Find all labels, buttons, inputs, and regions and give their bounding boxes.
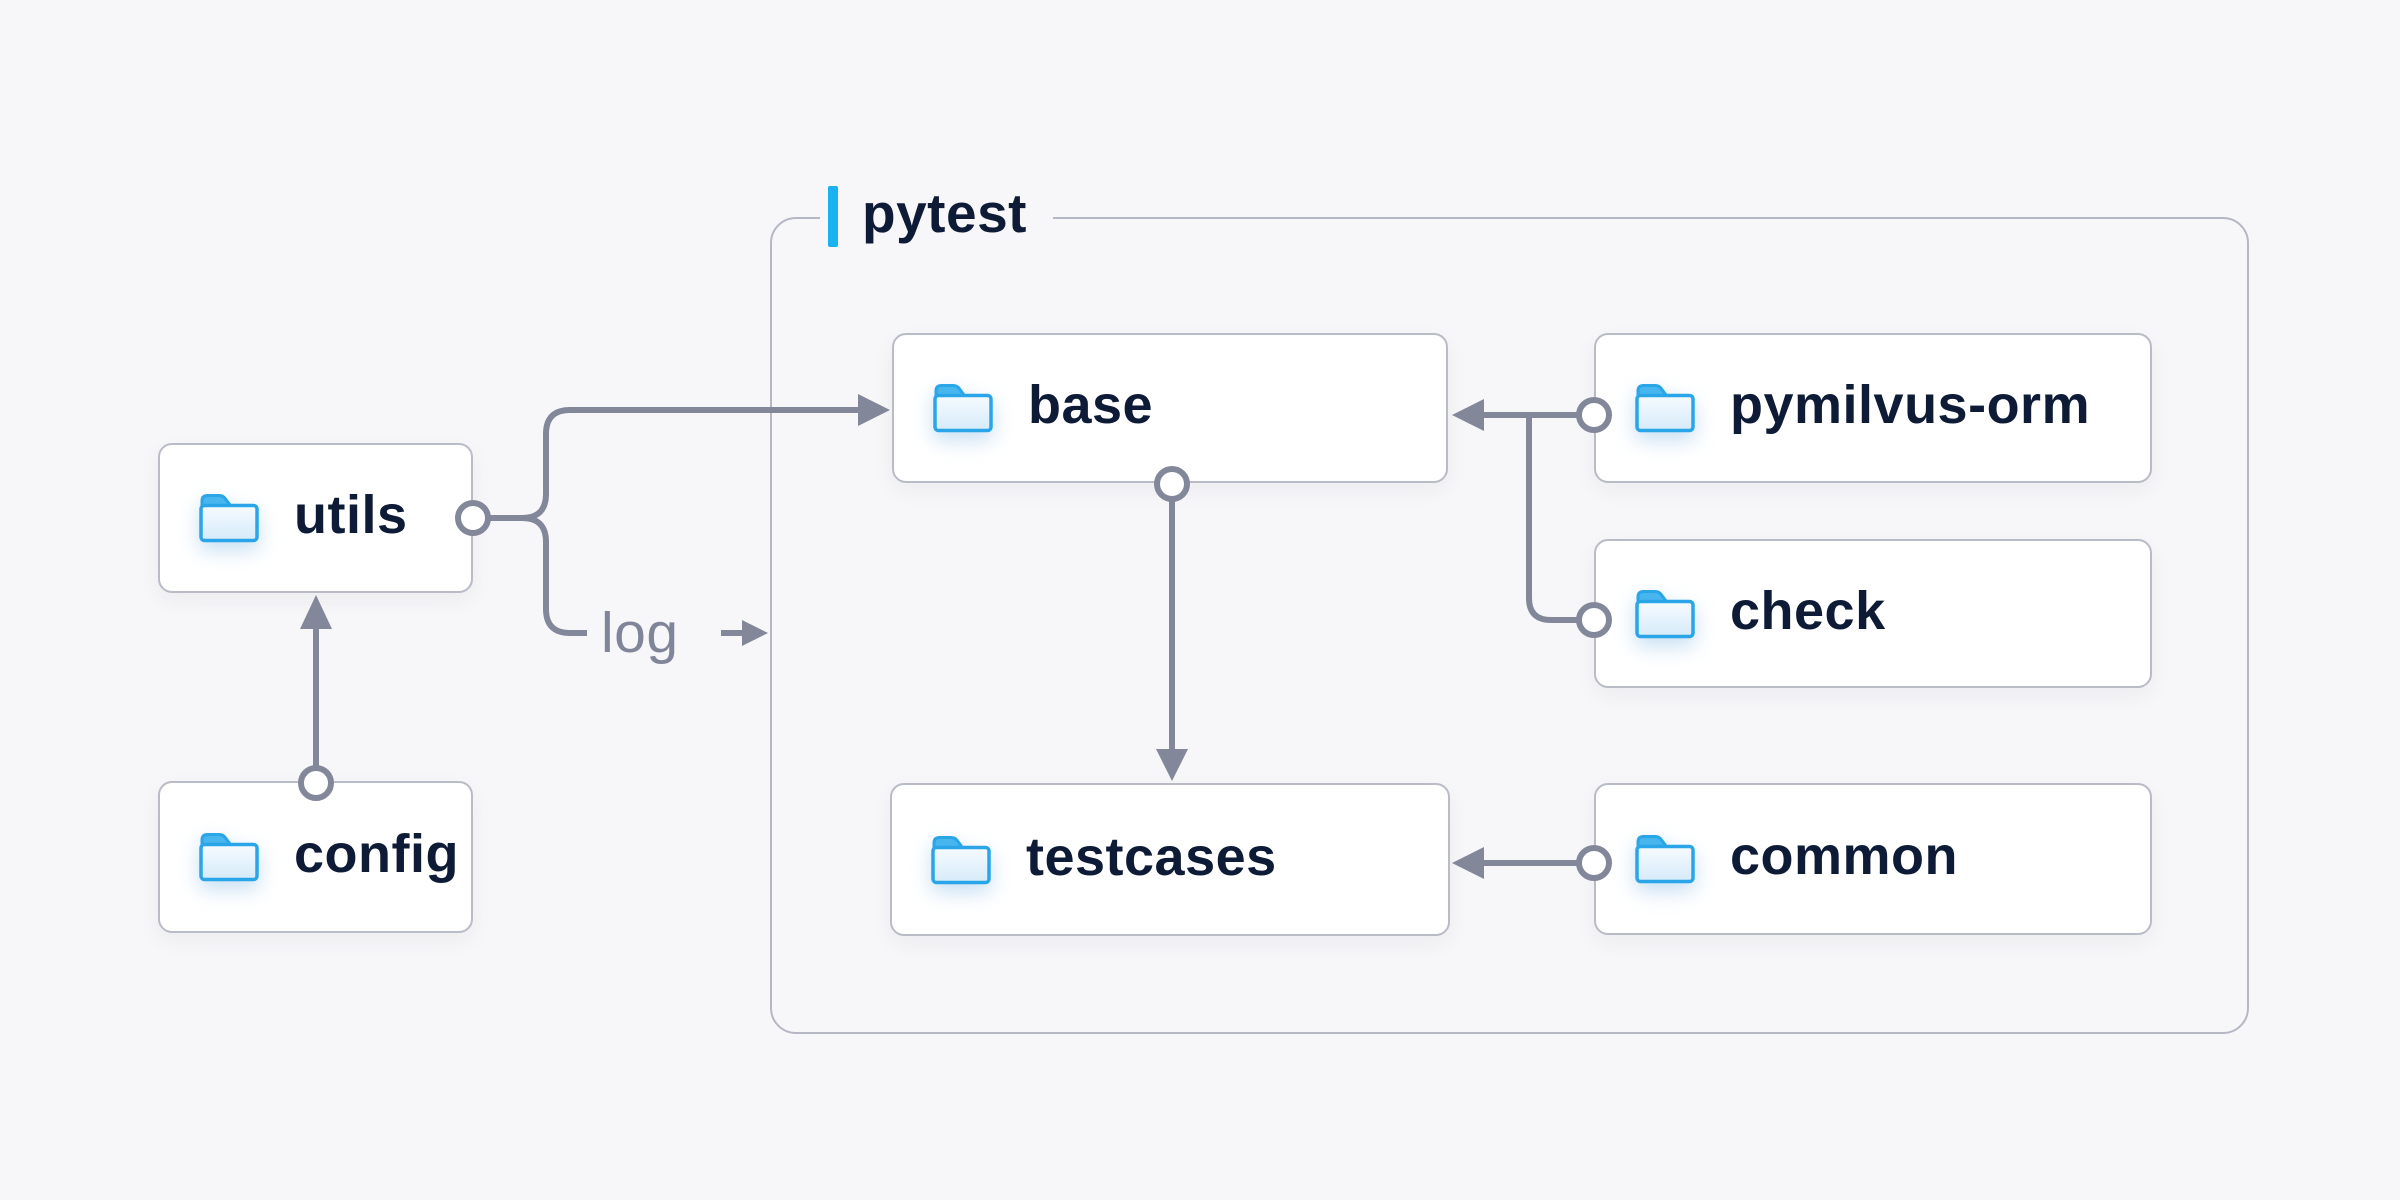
edge-label-log: log (601, 601, 679, 665)
arrowhead-up-icon (300, 595, 332, 629)
folder-label: testcases (1026, 826, 1277, 887)
folder-icon (1635, 384, 1695, 433)
pytest-group-box (770, 217, 2249, 1034)
accent-bar (828, 185, 838, 247)
folder-label: utils (294, 485, 408, 545)
folder-icon (1635, 589, 1695, 638)
folder-icon (199, 494, 259, 543)
folder-node-utils: utils (158, 443, 473, 593)
folder-icon (199, 833, 259, 882)
folder-label: check (1730, 580, 1886, 641)
folder-node-common: common (1594, 783, 2152, 935)
folder-node-testcases: testcases (890, 783, 1450, 936)
folder-node-check: check (1594, 539, 2152, 688)
folder-label: config (294, 824, 459, 884)
folder-icon (1635, 835, 1695, 884)
folder-icon (931, 835, 991, 884)
pytest-group-label: pytest (820, 180, 1053, 252)
folder-icon (933, 384, 993, 433)
folder-node-config: config (158, 781, 473, 933)
pytest-group-title: pytest (862, 182, 1027, 244)
folder-node-base: base (892, 333, 1448, 483)
folder-label: pymilvus-orm (1730, 375, 2091, 435)
folder-label: common (1730, 826, 1959, 886)
arrowhead-right-icon (742, 620, 768, 646)
folder-label: base (1028, 375, 1154, 435)
folder-node-pymilvus-orm: pymilvus-orm (1594, 333, 2152, 483)
edge-config-utils (298, 595, 334, 801)
